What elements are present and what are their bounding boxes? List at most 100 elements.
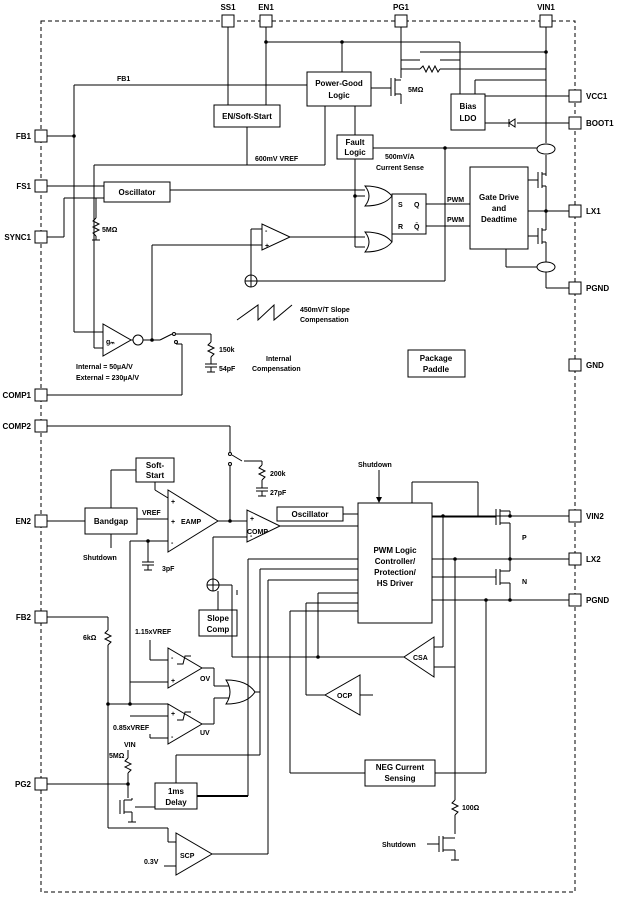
svg-text:HS Driver: HS Driver <box>377 579 413 588</box>
pin-sync1: SYNC1 <box>4 230 48 244</box>
svg-text:Start: Start <box>146 471 165 480</box>
svg-text:VIN: VIN <box>124 742 136 749</box>
svg-text:-: - <box>171 655 174 662</box>
svg-text:Current Sense: Current Sense <box>376 165 424 172</box>
oscillator2-block: Oscillator <box>276 506 344 522</box>
svg-text:1ms: 1ms <box>168 787 185 796</box>
svg-text:1.15xVREF: 1.15xVREF <box>135 629 172 636</box>
svg-text:PG2: PG2 <box>15 780 32 789</box>
pin-vcc1: VCC1 <box>568 89 608 103</box>
svg-text:VIN2: VIN2 <box>586 512 604 521</box>
svg-text:Compensation: Compensation <box>252 366 301 373</box>
pin-en1: EN1 <box>258 3 274 28</box>
svg-text:VIN1: VIN1 <box>537 3 555 12</box>
sr-latch: S Q R Q̄ <box>391 193 427 235</box>
svg-text:PWM: PWM <box>447 217 464 224</box>
pin-fb2: FB2 <box>16 610 48 624</box>
svg-text:Paddle: Paddle <box>423 365 450 374</box>
svg-text:PWM: PWM <box>447 197 464 204</box>
svg-text:Gate Drive: Gate Drive <box>479 193 520 202</box>
bandgap-block: Bandgap <box>84 507 138 535</box>
svg-text:Protection/: Protection/ <box>374 568 417 577</box>
svg-text:Package: Package <box>420 354 453 363</box>
oscillator1-block: Oscillator <box>103 181 171 203</box>
svg-text:OV: OV <box>200 676 210 683</box>
pwm-logic-block: PWM Logic Controller/ Protection/ HS Dri… <box>357 502 433 624</box>
slope-comp-block: Slope Comp <box>198 609 238 637</box>
svg-text:EAMP: EAMP <box>181 519 202 526</box>
svg-text:VCC1: VCC1 <box>586 92 608 101</box>
svg-text:Shutdown: Shutdown <box>83 555 117 562</box>
svg-text:Controller/: Controller/ <box>375 557 416 566</box>
svg-text:6kΩ: 6kΩ <box>83 635 97 642</box>
pin-comp1: COMP1 <box>3 388 48 402</box>
svg-text:Logic: Logic <box>344 148 366 157</box>
svg-text:LX1: LX1 <box>586 207 601 216</box>
svg-text:+: + <box>250 516 254 523</box>
svg-text:EN2: EN2 <box>15 517 31 526</box>
svg-text:LX2: LX2 <box>586 555 601 564</box>
pwm-comparator-1: - + <box>261 223 292 251</box>
csa-amplifier <box>403 636 435 678</box>
svg-text:S: S <box>398 202 403 209</box>
svg-text:gₘ: gₘ <box>106 339 115 346</box>
gm-amplifier: gₘ <box>102 323 133 357</box>
svg-text:SYNC1: SYNC1 <box>4 233 31 242</box>
svg-text:SCP: SCP <box>180 853 195 860</box>
svg-text:5MΩ: 5MΩ <box>102 227 118 234</box>
svg-text:Internal: Internal <box>266 356 291 363</box>
pin-pgnd2: PGND <box>568 593 609 607</box>
svg-text:COMP: COMP <box>247 529 268 536</box>
gate-drive-block: Gate Drive and Deadtime <box>469 166 529 250</box>
svg-text:600mV VREF: 600mV VREF <box>255 156 299 163</box>
pin-lx1: LX1 <box>568 204 601 218</box>
pin-ss1: SS1 <box>220 3 236 28</box>
svg-text:+: + <box>171 678 175 685</box>
uv-comparator: + - <box>167 703 203 745</box>
pin-lx2: LX2 <box>568 552 601 566</box>
pin-vin1: VIN1 <box>537 3 555 28</box>
svg-text:EN/Soft-Start: EN/Soft-Start <box>222 112 272 121</box>
en-soft-start-block: EN/Soft-Start <box>213 104 281 128</box>
svg-text:PGND: PGND <box>586 596 609 605</box>
svg-text:Delay: Delay <box>165 798 187 807</box>
scp-comparator <box>175 832 213 876</box>
svg-text:5MΩ: 5MΩ <box>408 87 424 94</box>
svg-text:LDO: LDO <box>460 114 477 123</box>
pin-pg2: PG2 <box>15 777 48 791</box>
top-wiring <box>47 27 569 396</box>
svg-text:100Ω: 100Ω <box>462 805 480 812</box>
svg-text:COMP1: COMP1 <box>3 391 32 400</box>
svg-text:SS1: SS1 <box>220 3 236 12</box>
svg-text:PG1: PG1 <box>393 3 410 12</box>
svg-text:-: - <box>171 540 174 547</box>
svg-text:CSA: CSA <box>413 655 428 662</box>
pin-vin2: VIN2 <box>568 509 604 523</box>
svg-text:External = 230µA/V: External = 230µA/V <box>76 375 139 382</box>
svg-text:Internal = 50µA/V: Internal = 50µA/V <box>76 364 133 371</box>
svg-text:+: + <box>171 519 175 526</box>
pin-fs1: FS1 <box>16 179 48 193</box>
svg-text:Sensing: Sensing <box>384 774 415 783</box>
svg-text:FB1: FB1 <box>16 132 32 141</box>
or-gate-ovuv <box>225 679 256 705</box>
svg-text:450mV/T Slope: 450mV/T Slope <box>300 307 350 314</box>
svg-text:27pF: 27pF <box>270 490 287 497</box>
svg-text:FS1: FS1 <box>16 182 31 191</box>
svg-text:5MΩ: 5MΩ <box>109 753 125 760</box>
package-paddle-block: Package Paddle <box>407 349 466 378</box>
or-gate-set <box>363 185 393 207</box>
svg-text:Comp: Comp <box>207 625 230 634</box>
pin-gnd: GND <box>568 358 604 372</box>
svg-text:OCP: OCP <box>337 693 353 700</box>
bias-ldo-block: Bias LDO <box>450 93 486 131</box>
svg-text:Deadtime: Deadtime <box>481 215 518 224</box>
svg-text:FB2: FB2 <box>16 613 32 622</box>
soft-start-block: Soft- Start <box>135 457 175 483</box>
svg-text:Shutdown: Shutdown <box>382 842 416 849</box>
bottom-wiring <box>47 425 569 867</box>
svg-text:Compensation: Compensation <box>300 317 349 324</box>
text-labels: FB1 5MΩ 600mV VREF 500mV/A Current Sense… <box>76 76 527 866</box>
svg-text:Power-Good: Power-Good <box>315 79 363 88</box>
